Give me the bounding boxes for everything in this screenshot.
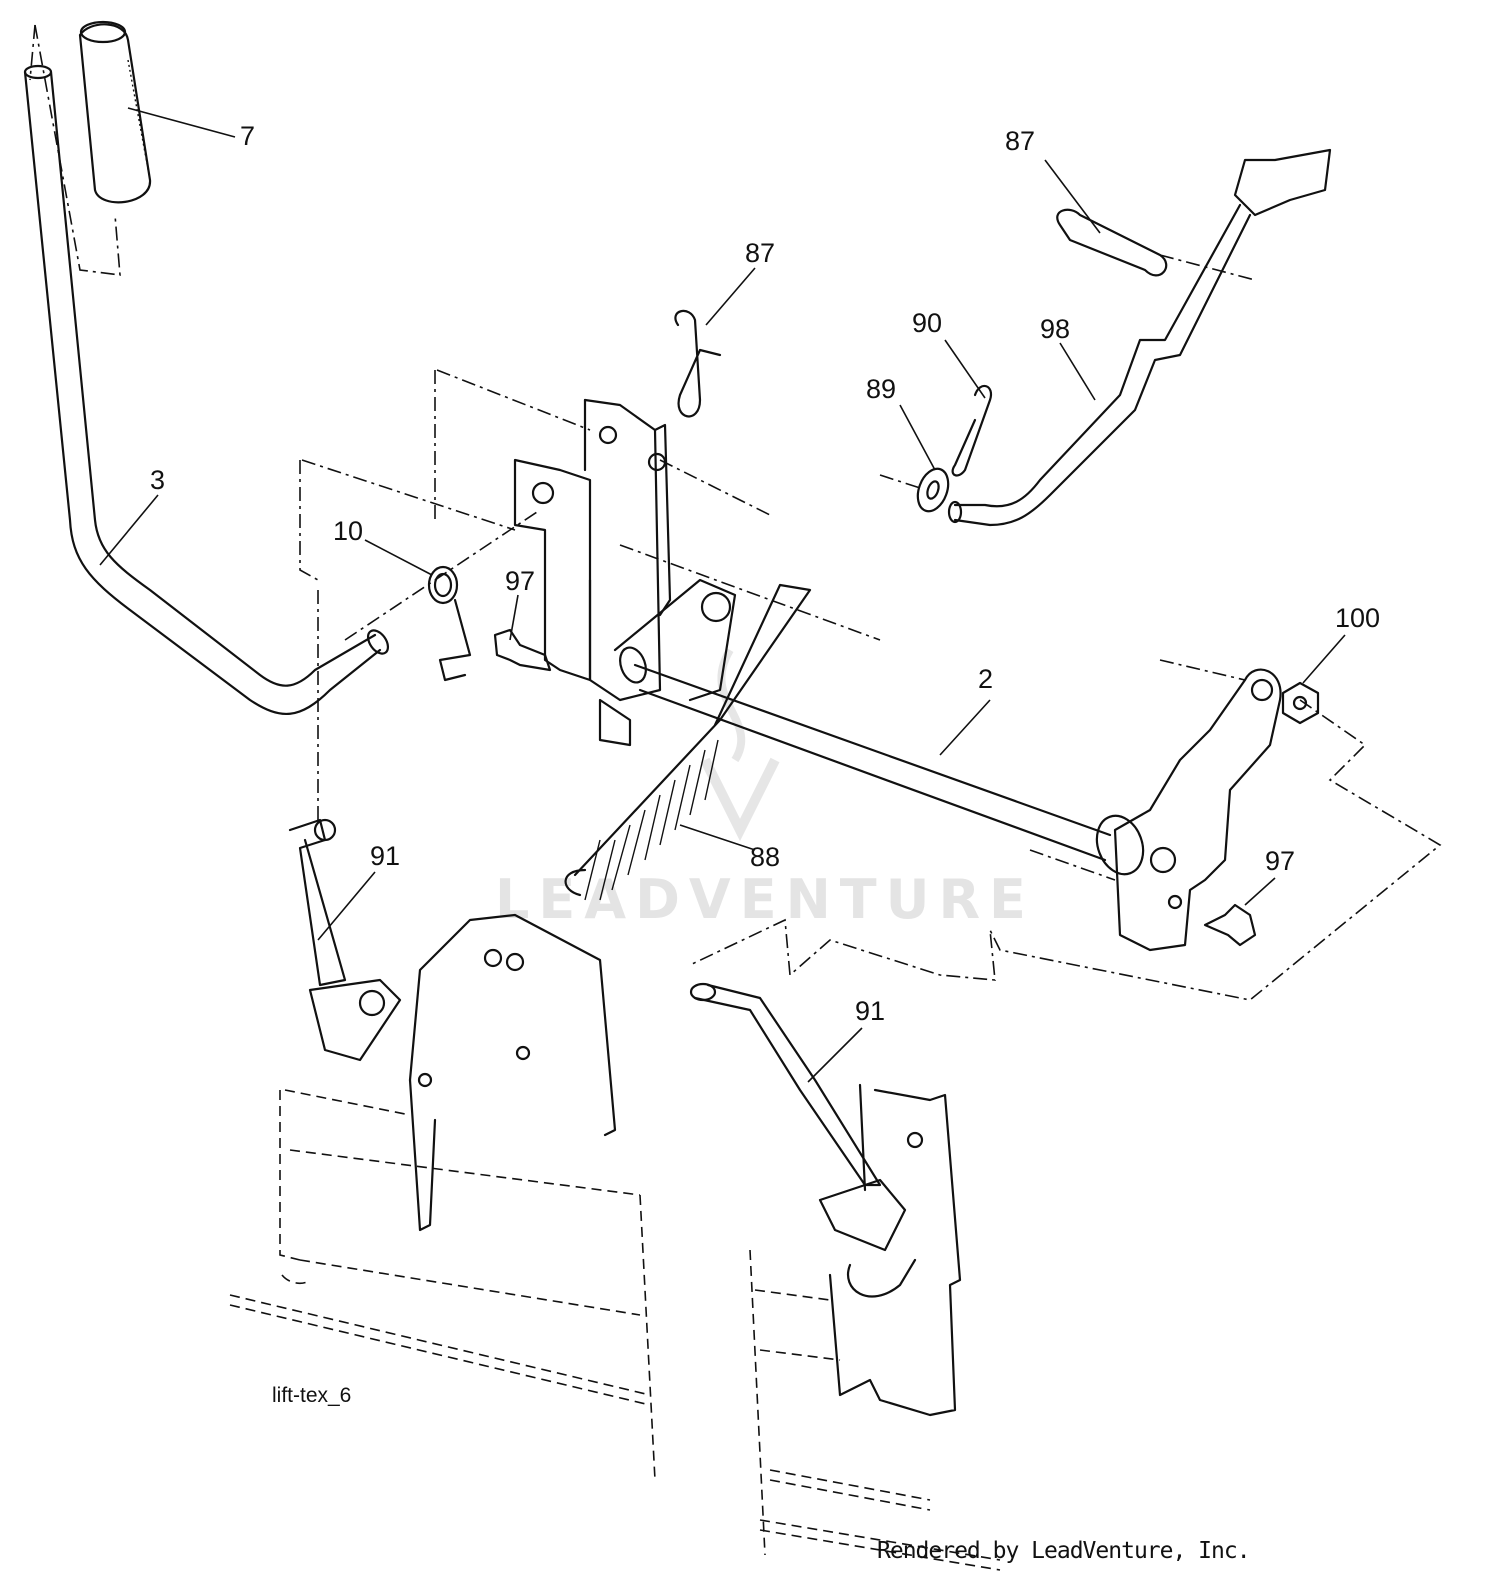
callout-10: 10 <box>333 516 363 546</box>
callout-91-left: 91 <box>370 841 400 871</box>
callout-7: 7 <box>240 121 255 151</box>
lift-shaft <box>613 578 1112 862</box>
render-credit: Rendered by LeadVenture, Inc. <box>877 1538 1251 1564</box>
callout-97-left: 97 <box>505 566 535 596</box>
callout-90: 90 <box>912 308 942 338</box>
watermark-text: LEADVENTURE <box>495 868 1035 931</box>
callout-88: 88 <box>750 842 780 872</box>
deck-outline <box>229 1089 1001 1571</box>
leader-lines <box>99 107 1346 1083</box>
lift-handle-rod <box>23 64 390 715</box>
watermark-logo <box>700 647 780 842</box>
hairpin-clip-right <box>1056 208 1168 277</box>
washer <box>916 467 950 513</box>
assembly-lines <box>29 24 1442 1001</box>
callout-87-right: 87 <box>1005 126 1035 156</box>
callout-3: 3 <box>150 465 165 495</box>
callout-91-right: 91 <box>855 996 885 1026</box>
callout-89: 89 <box>866 374 896 404</box>
clip-pin <box>951 384 993 477</box>
bolt-left <box>493 628 552 672</box>
bolt-right <box>1203 903 1257 947</box>
torsion-spring <box>427 565 472 682</box>
hairpin-clip-center <box>674 309 722 418</box>
callout-98: 98 <box>1040 314 1070 344</box>
lift-arm-plate <box>1095 668 1282 952</box>
lift-link-left <box>288 818 402 1062</box>
callout-87-center: 87 <box>745 238 775 268</box>
tension-spring <box>564 583 812 901</box>
flange-nut <box>1281 681 1320 725</box>
diagram-reference-label: lift-tex_6 <box>272 1384 352 1407</box>
handle-grip <box>34 20 152 276</box>
callout-97-right: 97 <box>1265 846 1295 876</box>
callout-2: 2 <box>978 664 993 694</box>
adjustment-rod <box>947 148 1332 527</box>
callout-100: 100 <box>1335 603 1380 633</box>
lift-link-right <box>689 982 917 1298</box>
deck-bracket-left <box>408 913 617 1232</box>
mounting-bracket <box>513 398 672 747</box>
deck-bracket-right <box>828 1083 962 1417</box>
